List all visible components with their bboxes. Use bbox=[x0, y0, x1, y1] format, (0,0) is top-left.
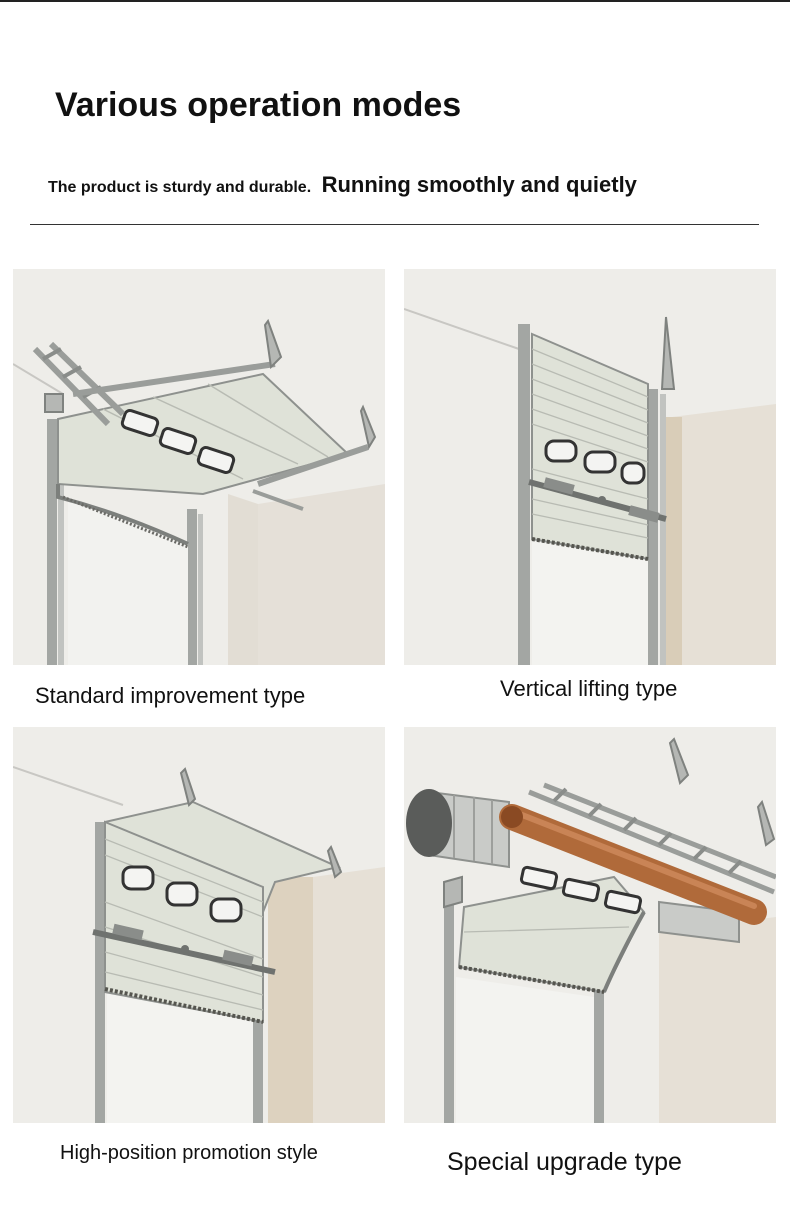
garage-door-vertical-icon bbox=[404, 269, 776, 665]
illustration-vertical-lifting bbox=[404, 269, 776, 665]
caption-vertical-lifting: Vertical lifting type bbox=[500, 676, 678, 701]
illustration-standard-improvement bbox=[13, 269, 385, 665]
page-title: Various operation modes bbox=[55, 86, 462, 124]
subtitle-small: The product is sturdy and durable. bbox=[48, 179, 312, 196]
garage-door-high-position-icon bbox=[13, 727, 385, 1123]
garage-door-standard-icon bbox=[13, 269, 385, 665]
header-divider bbox=[30, 224, 759, 225]
caption-standard-improvement: Standard improvement type bbox=[35, 683, 306, 708]
garage-door-special-upgrade-icon bbox=[404, 727, 776, 1123]
caption-high-position-promotion: High-position promotion style bbox=[60, 1142, 318, 1164]
illustration-special-upgrade bbox=[404, 727, 776, 1123]
subtitle-large: Running smoothly and quietly bbox=[321, 172, 637, 197]
illustration-high-position-promotion bbox=[13, 727, 385, 1123]
top-rule bbox=[0, 0, 790, 2]
subtitle-row: The product is sturdy and durable. Runni… bbox=[48, 172, 637, 198]
caption-special-upgrade: Special upgrade type bbox=[447, 1148, 682, 1176]
